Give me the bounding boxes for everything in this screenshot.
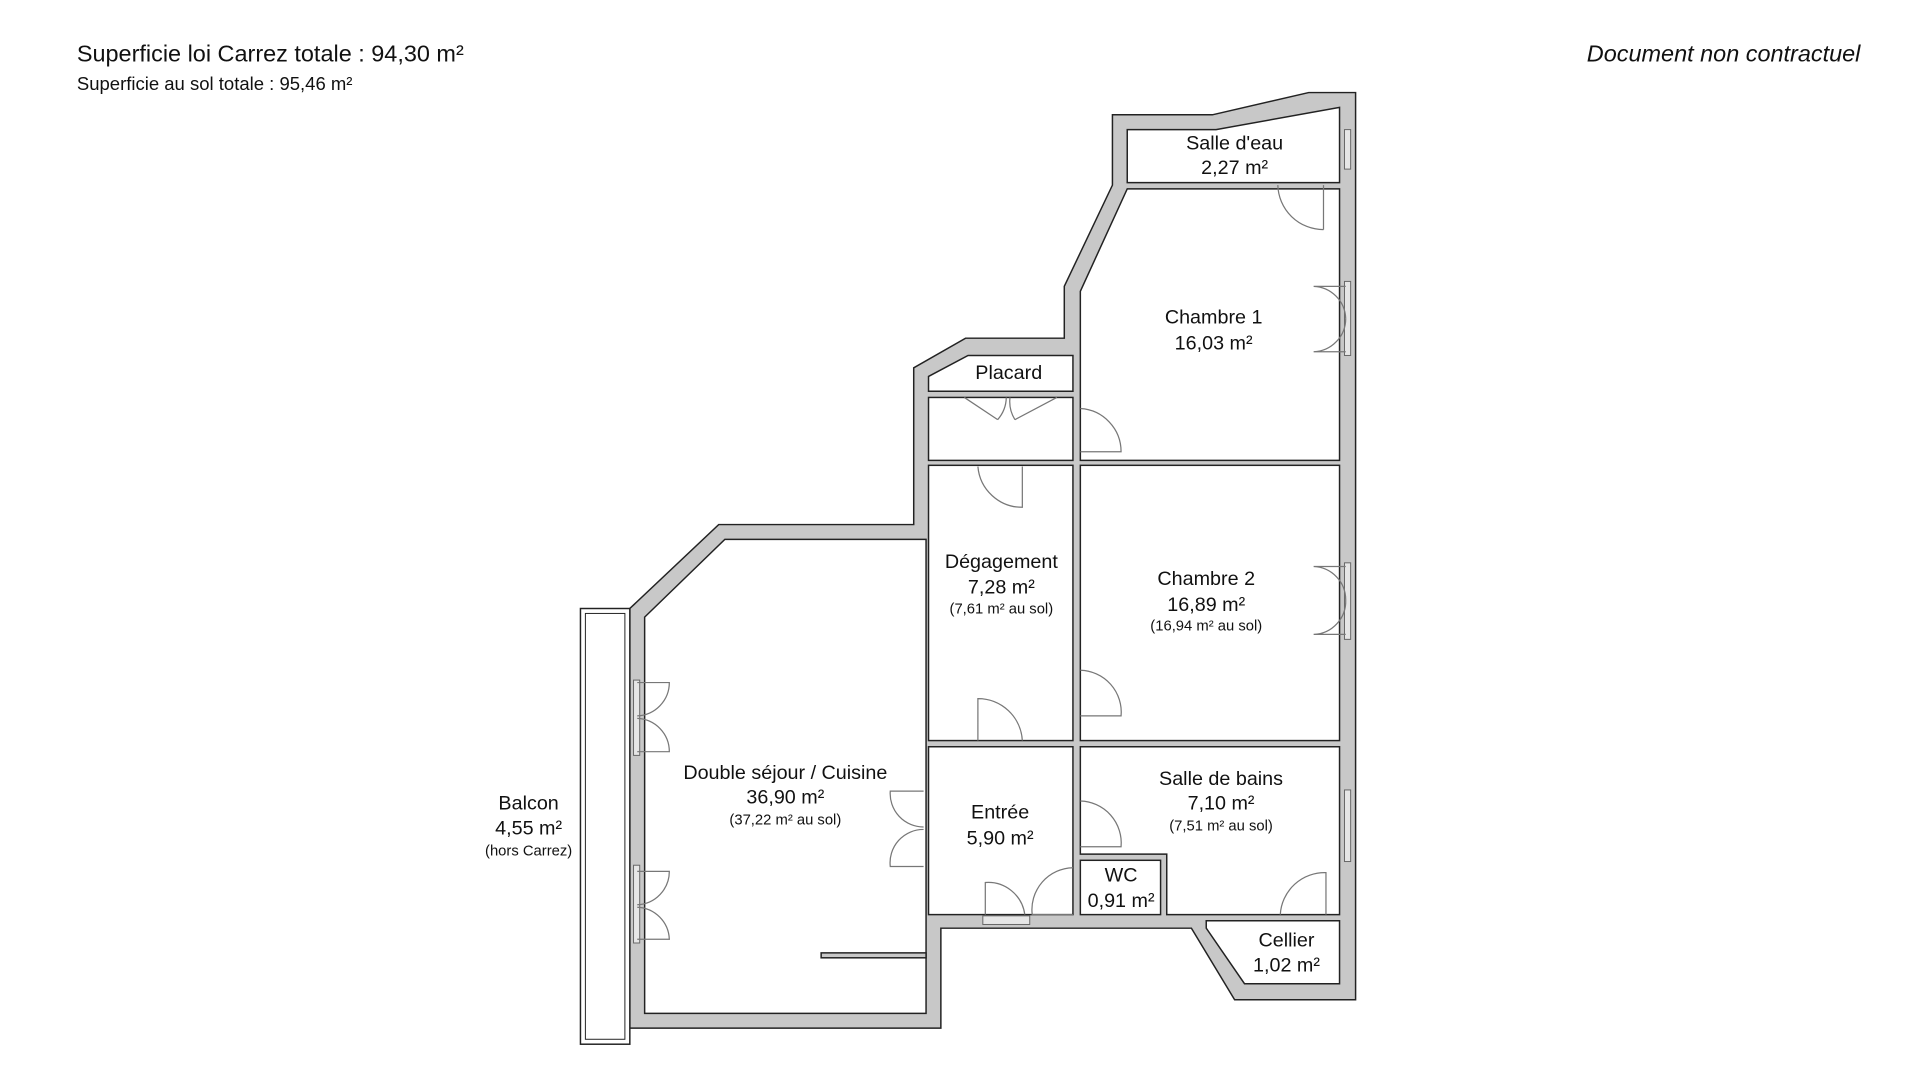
room-name: Chambre 1 bbox=[1165, 306, 1263, 328]
floor-total: Superficie au sol totale : 95,46 m² bbox=[77, 73, 353, 94]
room-floor-area: (7,51 m² au sol) bbox=[1169, 819, 1273, 835]
room-floor-area: (7,61 m² au sol) bbox=[950, 601, 1054, 617]
room-name: Chambre 2 bbox=[1157, 568, 1255, 590]
window bbox=[1343, 789, 1352, 863]
window bbox=[1343, 129, 1352, 170]
room-floor-area: (16,94 m² au sol) bbox=[1150, 619, 1262, 635]
kitchen-partition bbox=[820, 952, 927, 959]
carrez-total: Superficie loi Carrez totale : 94,30 m² bbox=[77, 41, 464, 67]
room-chambre-2 bbox=[1079, 464, 1341, 742]
door-salle-eau[interactable] bbox=[1277, 185, 1325, 231]
room-area: 16,03 m² bbox=[1175, 332, 1253, 354]
room-area: 16,89 m² bbox=[1167, 594, 1245, 616]
room-name: Dégagement bbox=[945, 551, 1059, 573]
door-chambre-1[interactable] bbox=[1080, 407, 1122, 453]
room-entree bbox=[927, 746, 1074, 916]
room-area: 7,28 m² bbox=[968, 577, 1035, 599]
room-name: WC bbox=[1105, 864, 1138, 886]
doors bbox=[637, 185, 1347, 940]
room-name: Salle d'eau bbox=[1186, 132, 1283, 154]
door-wc[interactable] bbox=[1031, 867, 1073, 916]
room-area: 1,02 m² bbox=[1253, 954, 1320, 976]
room-area: 7,10 m² bbox=[1188, 793, 1255, 815]
room-salle-bains bbox=[1079, 746, 1341, 916]
room-area: 5,90 m² bbox=[967, 827, 1034, 849]
room-salle-eau bbox=[1126, 106, 1341, 184]
room-chambre-1 bbox=[1079, 188, 1341, 462]
door-salle-bains[interactable] bbox=[1080, 800, 1122, 848]
door-degagement-top[interactable] bbox=[977, 466, 1023, 508]
window-door-sejour-2[interactable] bbox=[637, 870, 670, 940]
room-degagement bbox=[927, 464, 1074, 742]
room-wc bbox=[1079, 859, 1162, 916]
room-area: 36,90 m² bbox=[746, 787, 824, 809]
room-name: Salle de bains bbox=[1159, 768, 1283, 790]
door-chambre-2[interactable] bbox=[1080, 669, 1122, 717]
disclaimer: Document non contractuel bbox=[1587, 41, 1861, 67]
window bbox=[1343, 280, 1352, 356]
room-area: 0,91 m² bbox=[1088, 890, 1155, 912]
window-door-sejour-1[interactable] bbox=[637, 681, 670, 753]
room-name: Balcon bbox=[498, 793, 558, 815]
room-name: Placard bbox=[975, 362, 1042, 384]
room-sejour bbox=[643, 538, 927, 1015]
balcony-railing bbox=[584, 612, 626, 1040]
room-placard-lower bbox=[927, 396, 1074, 462]
window bbox=[633, 679, 641, 756]
window-door-chambre-1[interactable] bbox=[1313, 285, 1347, 353]
room-note: (hors Carrez) bbox=[485, 843, 572, 859]
door-sejour-entree[interactable] bbox=[889, 790, 924, 868]
room-placard bbox=[927, 354, 1074, 393]
room-cellier bbox=[1205, 920, 1341, 985]
window-door-chambre-2[interactable] bbox=[1313, 565, 1347, 636]
door-degagement-bottom[interactable] bbox=[977, 697, 1023, 741]
room-name: Entrée bbox=[971, 801, 1029, 823]
window bbox=[1343, 562, 1352, 640]
door-salle-bains-lower[interactable] bbox=[1279, 872, 1327, 915]
room-name: Cellier bbox=[1258, 930, 1314, 952]
front-door-threshold bbox=[982, 915, 1031, 925]
door-entree-front[interactable] bbox=[984, 881, 1026, 915]
balcony bbox=[579, 607, 631, 1045]
room-name: Double séjour / Cuisine bbox=[683, 762, 887, 784]
room-floor-area: (37,22 m² au sol) bbox=[729, 813, 841, 829]
room-area: 2,27 m² bbox=[1201, 157, 1268, 179]
door-placard[interactable] bbox=[963, 396, 1058, 421]
room-area: 4,55 m² bbox=[495, 817, 562, 839]
